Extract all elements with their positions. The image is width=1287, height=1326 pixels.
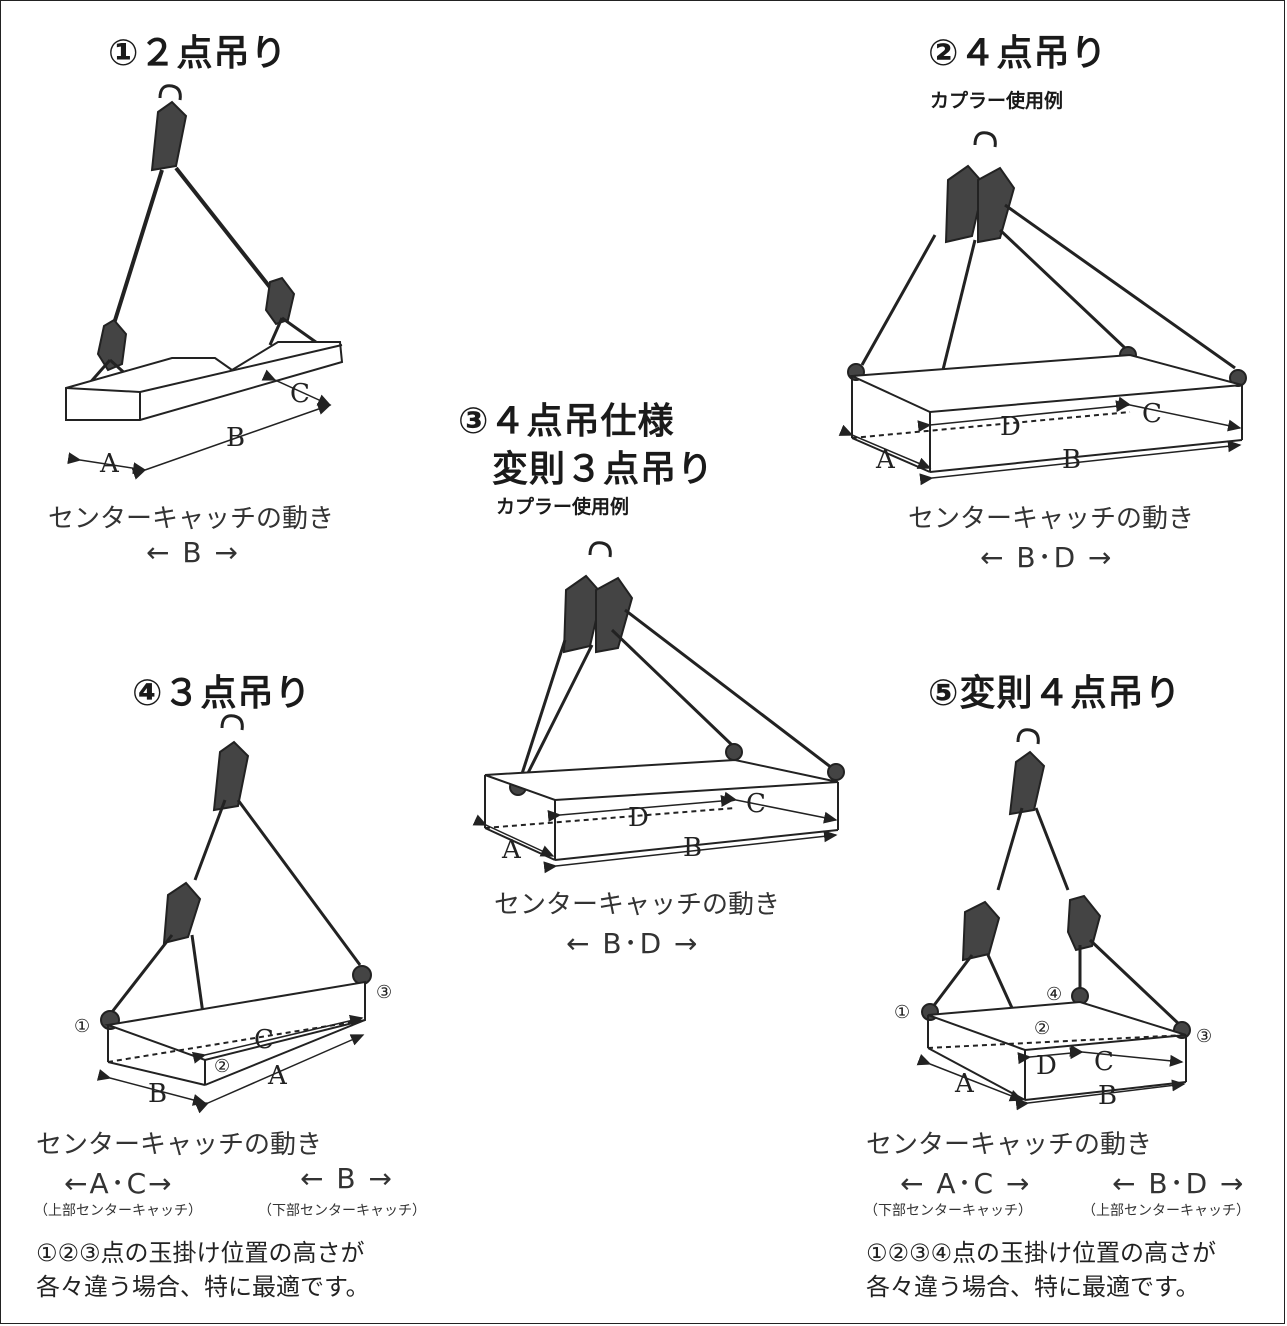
label-B-d5: B bbox=[1098, 1081, 1117, 1111]
point-2-d5: ② bbox=[1034, 1018, 1050, 1039]
section2-title: ②４点吊り bbox=[928, 33, 1108, 74]
section5-body-line1: ①②③④点の玉掛け位置の高さが bbox=[866, 1239, 1217, 1267]
section5-body-line2: 各々違う場合、特に最適です。 bbox=[866, 1273, 1200, 1301]
diagram-3point bbox=[96, 714, 372, 1114]
label-D-d2: D bbox=[1000, 412, 1021, 442]
point-3-d5: ③ bbox=[1196, 1026, 1212, 1047]
label-B-d1: B bbox=[226, 423, 245, 453]
section2-movement: ← B･D → bbox=[980, 541, 1114, 574]
section4-movement-b: ← B → bbox=[300, 1162, 394, 1195]
label-C-d1: C bbox=[290, 379, 310, 409]
section1-caption: センターキャッチの動き bbox=[48, 504, 335, 534]
label-C-d4: C bbox=[254, 1025, 274, 1055]
section1-title: ①２点吊り bbox=[108, 33, 288, 74]
point-1-d5: ① bbox=[894, 1002, 910, 1023]
section1-movement: ← B → bbox=[146, 536, 240, 569]
point-2-d4: ② bbox=[214, 1056, 230, 1077]
section5-note-a: （下部センターキャッチ） bbox=[864, 1203, 1032, 1219]
label-A-d4: A bbox=[267, 1061, 288, 1091]
label-B-d2: B bbox=[1062, 445, 1081, 475]
section3-movement: ← B･D → bbox=[566, 927, 700, 960]
point-1-d4: ① bbox=[74, 1016, 90, 1037]
label-C-d2: C bbox=[1142, 399, 1162, 429]
label-C-d3: C bbox=[746, 789, 766, 819]
section5-note-b: （上部センターキャッチ） bbox=[1082, 1203, 1250, 1219]
diagram-4point bbox=[838, 131, 1247, 486]
section3-subtitle: カプラー使用例 bbox=[496, 496, 630, 518]
section3-title-line1: ③４点吊仕様 bbox=[458, 401, 675, 442]
section5-movement-a: ← A･C → bbox=[900, 1167, 1032, 1200]
section4-caption: センターキャッチの動き bbox=[36, 1130, 323, 1160]
section4-movement-a: ←A･C→ bbox=[64, 1167, 174, 1200]
section5-title: ⑤変則４点吊り bbox=[928, 673, 1182, 714]
section5-movement-b: ← B･D → bbox=[1112, 1167, 1246, 1200]
section4-note-a: （上部センターキャッチ） bbox=[34, 1203, 202, 1219]
section4-body-line2: 各々違う場合、特に最適です。 bbox=[36, 1273, 370, 1301]
section2-subtitle: カプラー使用例 bbox=[930, 90, 1064, 112]
section4-body-line1: ①②③点の玉掛け位置の高さが bbox=[36, 1239, 365, 1267]
label-A-d5: A bbox=[954, 1069, 975, 1099]
point-4-d5: ④ bbox=[1046, 984, 1062, 1005]
label-A-d2: A bbox=[875, 445, 896, 475]
label-A-d1: A bbox=[99, 449, 120, 479]
label-A-d3: A bbox=[501, 835, 522, 865]
diagram-4point-irregular bbox=[916, 728, 1191, 1111]
section3-caption: センターキャッチの動き bbox=[494, 890, 781, 920]
section3-title-line2: 変則３点吊り bbox=[492, 449, 715, 490]
label-B-d4: B bbox=[148, 1079, 167, 1109]
section5-caption: センターキャッチの動き bbox=[866, 1130, 1153, 1160]
label-D-d3: D bbox=[628, 803, 649, 833]
label-B-d3: B bbox=[683, 833, 702, 863]
diagram-4point-irregular-3 bbox=[472, 541, 845, 874]
label-C-d5: C bbox=[1094, 1047, 1114, 1077]
section2-caption: センターキャッチの動き bbox=[908, 504, 1195, 534]
section4-title: ④３点吊り bbox=[132, 673, 312, 714]
diagram-2point bbox=[65, 84, 344, 480]
point-3-d4: ③ bbox=[376, 982, 392, 1003]
label-D-d5: D bbox=[1036, 1051, 1057, 1081]
section4-note-b: （下部センターキャッチ） bbox=[258, 1203, 426, 1219]
